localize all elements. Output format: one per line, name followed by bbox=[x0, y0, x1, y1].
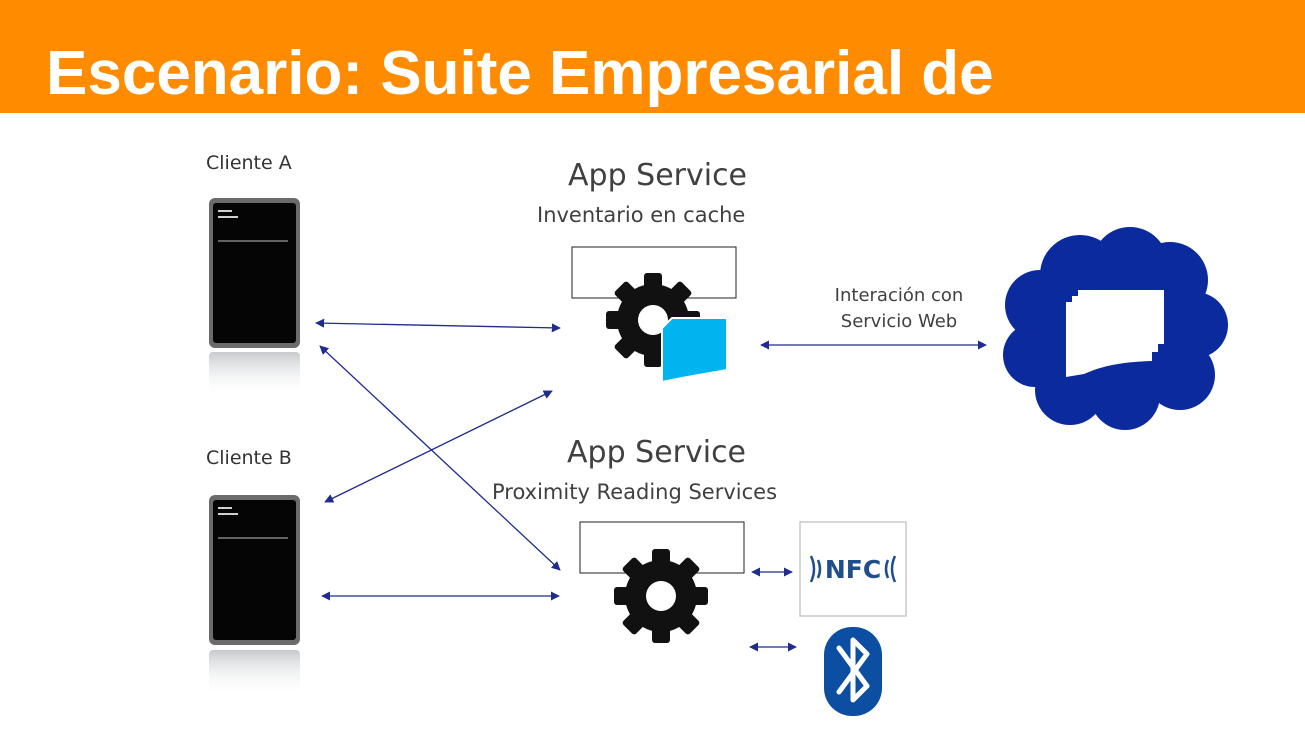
cloud-icon bbox=[1003, 227, 1228, 430]
phone-icon bbox=[209, 198, 300, 398]
service-1-title: App Service bbox=[568, 158, 748, 193]
service-1-subtitle: Inventario en cache bbox=[537, 203, 746, 227]
client-b-label: Cliente B bbox=[206, 447, 292, 469]
connector-arrows bbox=[315, 318, 987, 652]
service-2-title: App Service bbox=[567, 435, 747, 470]
nfc-icon: NFC bbox=[799, 521, 907, 617]
gear-icon bbox=[614, 549, 708, 643]
web-service-label-line1: Interación con bbox=[834, 285, 964, 306]
arrow-clientB-service1 bbox=[324, 390, 553, 503]
web-service-label-line2: Servicio Web bbox=[840, 311, 958, 332]
arrow-clientA-service2 bbox=[319, 345, 561, 571]
title-bar: Escenario: Suite Empresarial de bbox=[0, 0, 1305, 113]
slide-title: Escenario: Suite Empresarial de bbox=[46, 39, 994, 108]
database-icon bbox=[661, 317, 728, 384]
bluetooth-icon bbox=[824, 627, 882, 716]
arrow-clientA-service1 bbox=[315, 318, 561, 333]
nfc-tile-label: NFC bbox=[825, 555, 881, 584]
client-a-label: Cliente A bbox=[206, 152, 292, 174]
phone-icon bbox=[209, 495, 300, 696]
web-service-label: Interación con Servicio Web bbox=[818, 283, 980, 335]
